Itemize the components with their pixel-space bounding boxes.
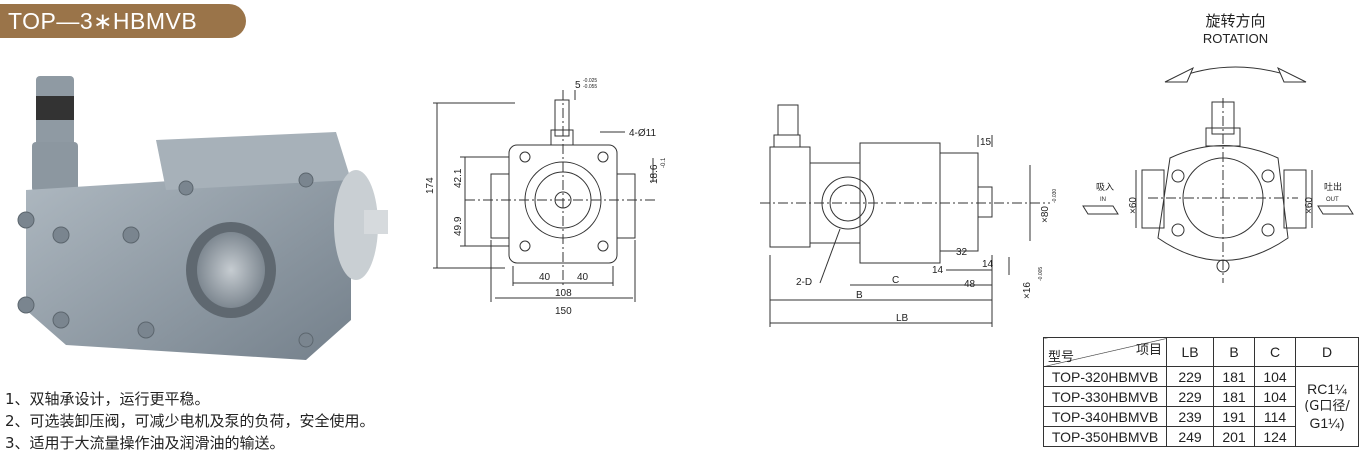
dim-B: B — [856, 290, 863, 301]
c-cell: 104 — [1254, 366, 1296, 387]
dim-14-right: 14 — [982, 259, 994, 270]
table-row: TOP-350HBMVB 249 201 124 — [1043, 426, 1359, 447]
table-row: TOP-340HBMVB 239 191 114 — [1043, 406, 1359, 427]
dim-32: 32 — [956, 247, 968, 258]
d-value-3: G1¼) — [1309, 415, 1345, 431]
side-view-drawing: 15 ×80 -0.030 32 14 14 48 ×16 -0.005 C B… — [760, 104, 1058, 327]
dim-dia-16-tol: -0.005 — [1038, 267, 1044, 281]
feature-item: 1、双轴承设计，运行更平稳。 — [5, 390, 210, 408]
dim-dia-80: ×80 — [1040, 206, 1051, 223]
lb-cell: 249 — [1166, 426, 1214, 447]
b-cell: 191 — [1213, 406, 1255, 427]
col-B: B — [1213, 337, 1255, 367]
lb-cell: 229 — [1166, 386, 1214, 407]
dim-15: 15 — [980, 137, 992, 148]
b-cell: 201 — [1213, 426, 1255, 447]
d-value-2: (G口径/ — [1304, 399, 1350, 414]
rotation-arrow-icon — [1164, 66, 1307, 83]
dim-14-left: 14 — [932, 265, 944, 276]
dim-42-1: 42.1 — [453, 168, 464, 188]
dim-108: 108 — [555, 288, 572, 299]
rotation-label-cn: 旋转方向 — [1205, 12, 1266, 30]
dim-40-right: 40 — [577, 272, 589, 283]
header-item-label: 项目 — [1135, 343, 1162, 358]
feature-list: 1、双轴承设计，运行更平稳。 2、可选装卸压阀，可减少电机及泵的负荷，安全使用。… — [5, 388, 375, 454]
dim-LB: LB — [896, 313, 909, 324]
b-cell: 181 — [1213, 386, 1255, 407]
dim-key-tol2: -0.055 — [583, 84, 597, 90]
c-cell: 104 — [1254, 386, 1296, 407]
model-cell: TOP-330HBMVB — [1043, 386, 1167, 407]
d-value-1: RC1¼ — [1307, 381, 1347, 397]
dim-shaft-tol: -0.1 — [661, 157, 667, 168]
dim-holes: 4-Ø11 — [629, 128, 656, 139]
dim-C: C — [892, 275, 899, 286]
dim-40-left: 40 — [539, 272, 551, 283]
feature-item: 2、可选装卸压阀，可减少电机及泵的负荷，安全使用。 — [5, 412, 375, 430]
feature-item: 3、适用于大流量操作油及润滑油的输送。 — [5, 434, 285, 452]
dim-174: 174 — [425, 177, 436, 194]
col-C: C — [1254, 337, 1296, 367]
dim-49-9: 49.9 — [453, 216, 464, 236]
outlet-label-en: OUT — [1326, 197, 1339, 203]
dim-150: 150 — [555, 306, 572, 317]
model-cell: TOP-350HBMVB — [1043, 426, 1167, 447]
dim-key: 5 — [575, 80, 581, 91]
col-LB: LB — [1166, 337, 1214, 367]
header-diagonal-cell: 项目 型号 — [1043, 337, 1167, 367]
pump-photo — [17, 76, 388, 360]
model-title-badge: TOP—3∗HBMVB — [0, 4, 246, 38]
dim-dia-80-tol: -0.030 — [1052, 189, 1058, 203]
c-cell: 114 — [1254, 406, 1296, 427]
col-D: D — [1295, 337, 1359, 367]
dim-key-tol: -0.025 — [583, 78, 597, 84]
dim-dia-16: ×16 — [1022, 282, 1033, 299]
header-model-label: 型号 — [1048, 350, 1075, 365]
inlet-label-cn: 吸入 — [1096, 182, 1114, 192]
c-cell: 124 — [1254, 426, 1296, 447]
model-cell: TOP-320HBMVB — [1043, 366, 1167, 387]
end-view-drawing: 吸入 IN 吐出 OUT ×60 ×60 — [1082, 98, 1354, 283]
dim-port-2D: 2-D — [796, 277, 812, 288]
lb-cell: 229 — [1166, 366, 1214, 387]
d-cell: RC1¼ (G口径/ G1¼) — [1295, 366, 1359, 447]
table-row: TOP-320HBMVB 229 181 104 RC1¼ (G口径/ G1¼) — [1043, 366, 1359, 447]
spec-table: 项目 型号 LB B C D TOP-320HBMVB 229 181 104 … — [1043, 337, 1359, 447]
outlet-label-cn: 吐出 — [1324, 181, 1342, 192]
rotation-label-en: ROTATION — [1202, 31, 1269, 46]
dim-shaft-height: 18.6 — [649, 164, 660, 184]
table-row: TOP-330HBMVB 229 181 104 — [1043, 386, 1359, 407]
front-view-drawing: 174 42.1 49.9 40 40 108 150 4-Ø11 5 -0.0… — [425, 78, 667, 317]
dim-dia-60-left: ×60 — [1128, 197, 1139, 214]
b-cell: 181 — [1213, 366, 1255, 387]
dim-dia-60-right: ×60 — [1304, 197, 1315, 214]
model-cell: TOP-340HBMVB — [1043, 406, 1167, 427]
spec-table-header: 项目 型号 LB B C D — [1043, 337, 1359, 367]
inlet-label-en: IN — [1100, 197, 1106, 203]
lb-cell: 239 — [1166, 406, 1214, 427]
rotation-indicator: 旋转方向 ROTATION — [1163, 10, 1308, 85]
dim-48: 48 — [964, 279, 976, 290]
